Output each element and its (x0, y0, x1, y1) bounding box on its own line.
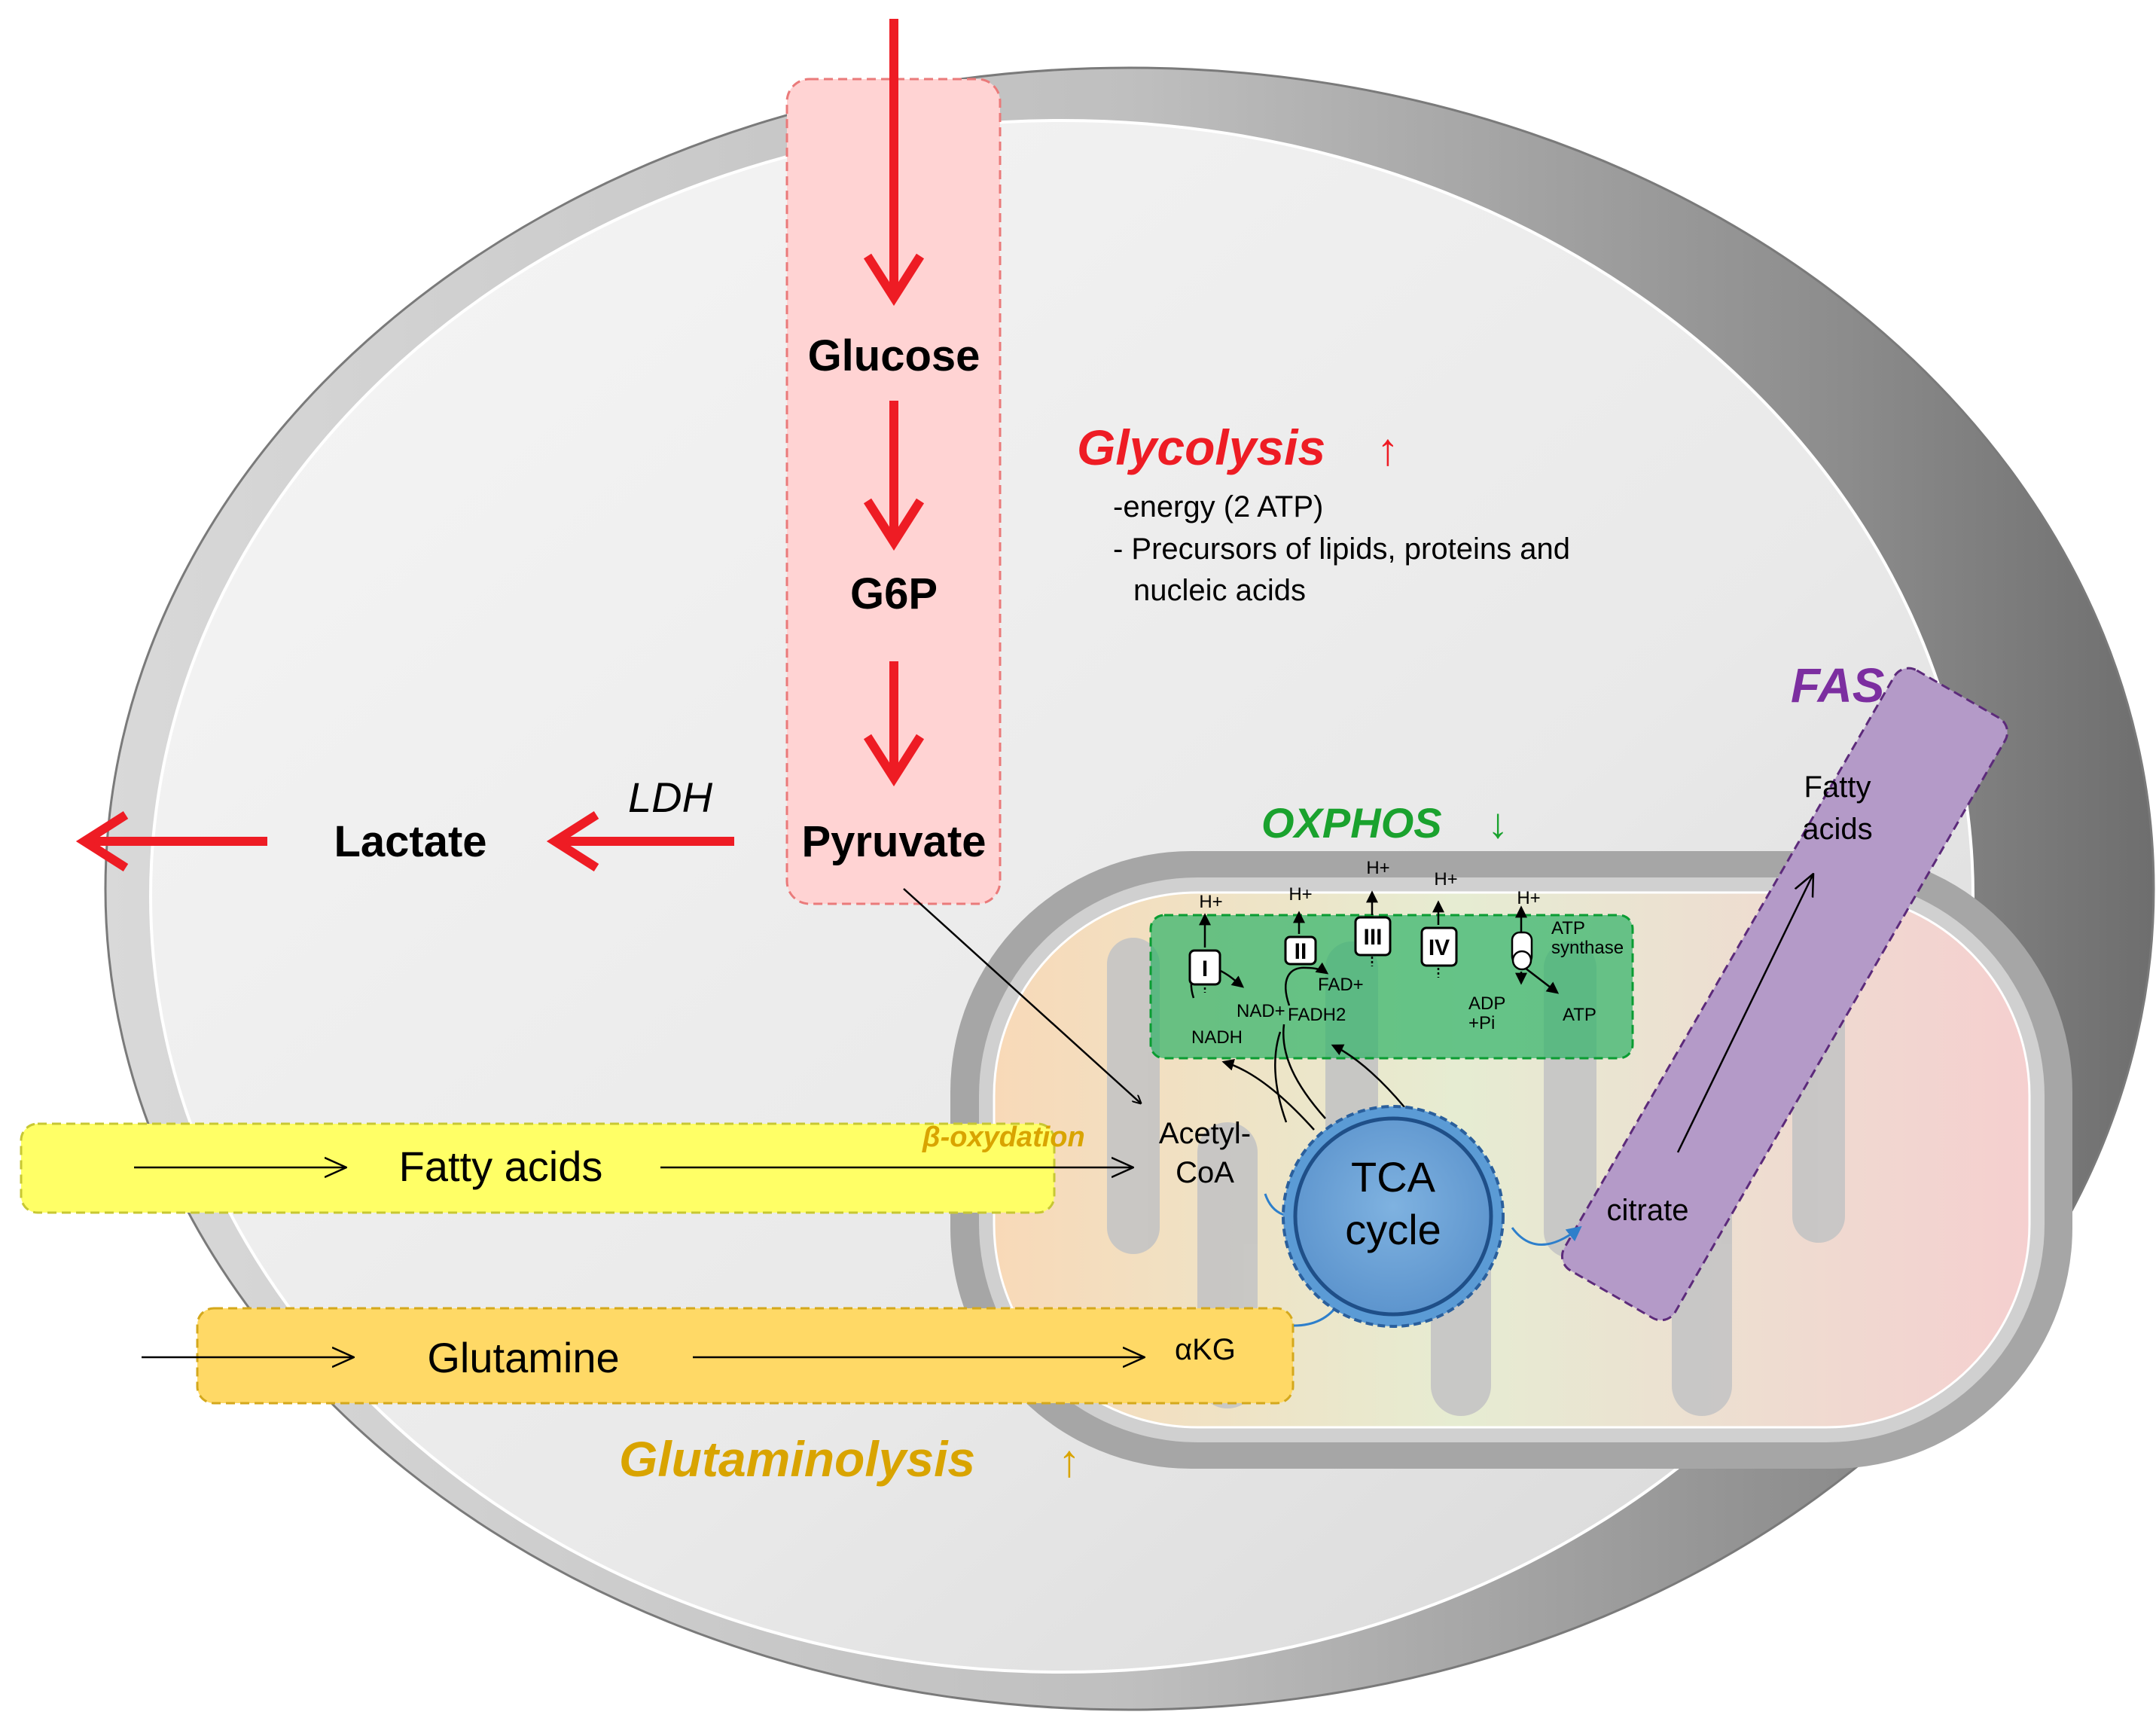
glycolysis-note-line1: -energy (2 ATP) (1113, 490, 1323, 523)
complex-i-label: I (1202, 957, 1208, 981)
atp-product-label: ATP (1563, 1005, 1596, 1025)
nadh-label: NADH (1191, 1027, 1243, 1048)
tca-label-line1: TCA (1351, 1153, 1436, 1201)
nad-plus-label: NAD+ (1237, 1001, 1285, 1021)
fas-product-line2: acids (1802, 813, 1872, 846)
akg-label: αKG (1175, 1333, 1236, 1366)
glycolysis-up-arrow: ↑ (1377, 424, 1399, 475)
fas-title: FAS (1791, 658, 1885, 713)
black-flow-arrows (134, 874, 1813, 1357)
glutaminolysis-title: Glutaminolysis (619, 1431, 975, 1487)
oxphos-complexes: I II III IV H+ H+ H+ H+ H+ NAD+ NADH FAD… (1188, 858, 1624, 1048)
fas-bar (1560, 667, 2009, 1322)
arrow-nadh-tca (1274, 1031, 1288, 1123)
tca-cycle: TCA cycle (1282, 1105, 1505, 1328)
complex-ii-box (1284, 935, 1317, 966)
glutamine-label: Glutamine (427, 1334, 619, 1381)
atp-synthase-rotor (1511, 950, 1532, 971)
oxphos-title: OXPHOS (1261, 799, 1442, 847)
fad-plus-label: FAD+ (1318, 975, 1364, 995)
glycolysis-title: Glycolysis (1077, 420, 1325, 475)
arrow-glucose-g6p-head (863, 498, 925, 551)
arrow-pyruvate-acetylcoa (903, 888, 1141, 1103)
h-plus-complex-iv: H+ (1434, 869, 1457, 890)
complex-iv-box (1420, 926, 1458, 967)
complex-ii-label: II (1295, 939, 1307, 964)
glutamine-bar (196, 1307, 1295, 1405)
glycolysis-red-arrows (75, 19, 925, 872)
glycolysis-note-line3: nucleic acids (1133, 574, 1306, 607)
fatty-acids-label: Fatty acids (399, 1143, 603, 1190)
arrow-g6p-pyruvate-head (863, 734, 925, 787)
oxphos-down-arrow: ↓ (1487, 799, 1508, 847)
acetyl-coa-line2: CoA (1176, 1156, 1234, 1189)
adp-label: ADP (1468, 993, 1505, 1014)
arrow-tca-nadh (1221, 1058, 1315, 1131)
citrate-label: citrate (1607, 1194, 1689, 1227)
glycolysis-note-line2: - Precursors of lipids, proteins and (1113, 533, 1570, 566)
h-plus-complex-i: H+ (1199, 892, 1222, 912)
h-plus-complex-ii: H+ (1288, 884, 1312, 905)
complex-i-box (1188, 949, 1221, 986)
acetyl-coa-line1: Acetyl- (1159, 1117, 1251, 1150)
fas-product-line1: Fatty (1804, 771, 1871, 804)
arrow-lactate-out-head (75, 810, 129, 872)
lactate-label: Lactate (334, 817, 486, 866)
complex-iii-label: III (1363, 925, 1382, 950)
arrow-fadh2-tca (1282, 1024, 1326, 1119)
arrow-into-glucose-head (863, 253, 925, 307)
pyruvate-label: Pyruvate (801, 817, 986, 866)
ldh-label: LDH (628, 774, 713, 821)
fadh2-label: FADH2 (1288, 1005, 1346, 1025)
arrow-citrate-fatty-acids (1676, 874, 1813, 1153)
complex-iii-box (1354, 916, 1392, 957)
fatty-acids-bar (20, 1122, 1056, 1214)
pi-label: +Pi (1468, 1013, 1495, 1033)
complex-iv-label: IV (1429, 935, 1450, 960)
arrow-tca-fadh2 (1331, 1044, 1405, 1108)
h-plus-complex-iii: H+ (1366, 858, 1389, 878)
glucose-label: Glucose (808, 331, 980, 380)
atp-synthase-label-2: synthase (1551, 938, 1624, 958)
h-plus-atp-synthase: H+ (1517, 888, 1540, 908)
tca-label-line2: cycle (1345, 1206, 1441, 1253)
g6p-label: G6P (850, 569, 938, 618)
beta-oxidation-label: β-oxydation (922, 1121, 1085, 1153)
atp-synthase-label-1: ATP (1551, 918, 1585, 938)
connector-tca-citrate (1511, 1225, 1582, 1246)
arrow-pyruvate-lactate-head (546, 810, 599, 872)
glutaminolysis-up-arrow: ↑ (1058, 1436, 1081, 1486)
